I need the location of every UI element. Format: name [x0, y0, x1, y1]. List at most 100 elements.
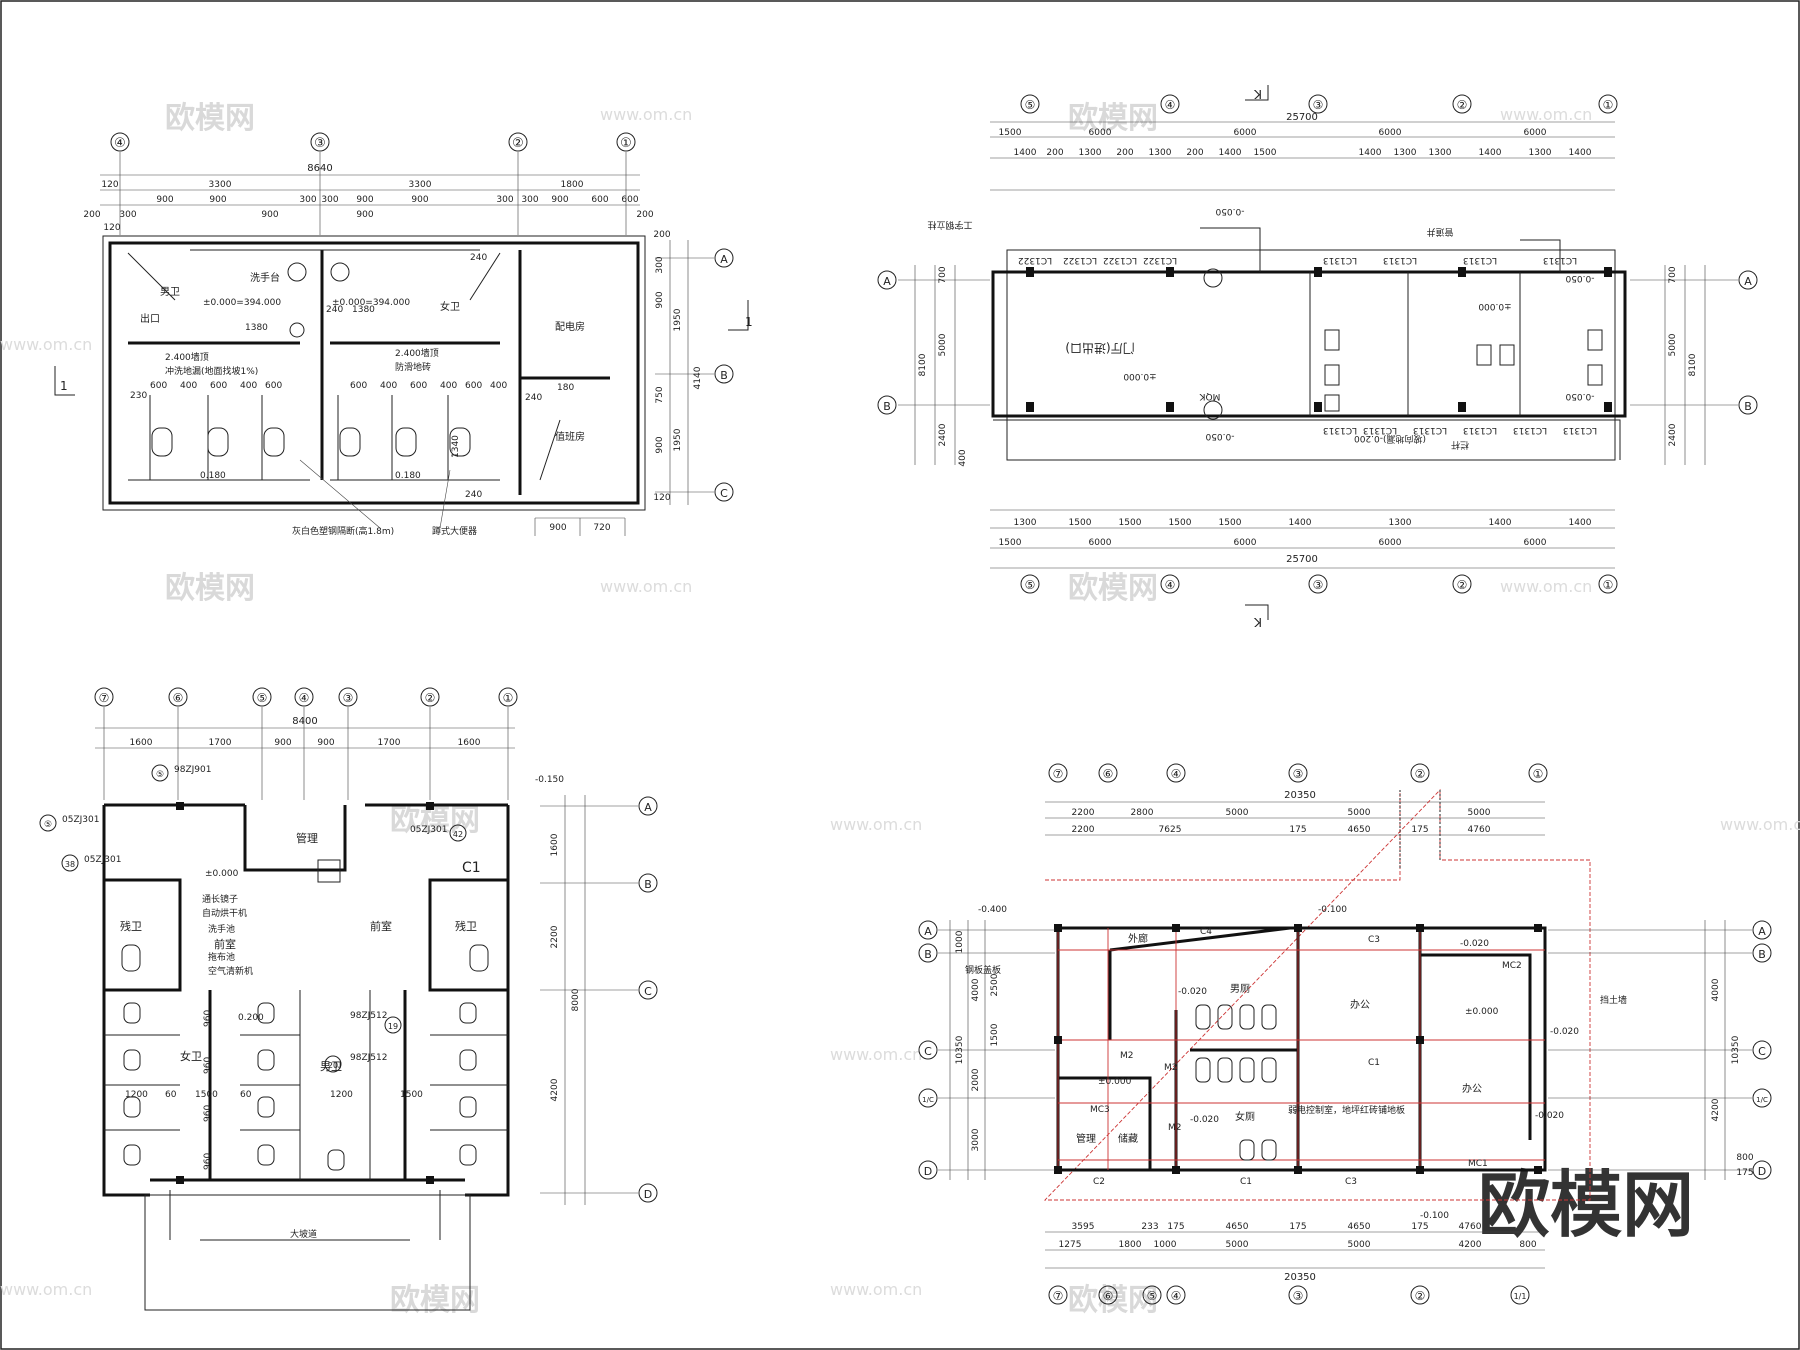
dim: 300 — [119, 210, 136, 220]
dim: 2400 — [1668, 423, 1678, 446]
dim: 900 — [356, 210, 373, 220]
dim: 5000 — [1348, 808, 1371, 818]
row-label: A — [644, 801, 652, 814]
row-label: B — [924, 948, 932, 961]
dim: 900 — [551, 195, 568, 205]
row-label: B — [883, 400, 891, 413]
detail-ref-code: 05ZJ301 — [84, 855, 121, 865]
row-label: 1/C — [922, 1096, 934, 1104]
dim: 1500 — [400, 1090, 423, 1100]
door-tag: M2 — [1168, 1123, 1182, 1133]
dim: 800 — [1519, 1240, 1536, 1250]
note: 0.200 — [238, 1013, 264, 1023]
dim: 1500 — [999, 128, 1022, 138]
dim: 4760 — [1468, 825, 1491, 835]
dim: 1800 — [1119, 1240, 1142, 1250]
watermark-text: 欧模网 — [390, 1283, 480, 1318]
dim: 600 — [465, 381, 482, 391]
dim: 180 — [557, 383, 574, 393]
dim: 2200 — [1072, 808, 1095, 818]
row-label: A — [1744, 275, 1752, 288]
dim: 1500 — [999, 538, 1022, 548]
plan-2: ⑤ ④ ③ ② ① ⑤ ④ ③ ② ① 25700 25700 6000 600… — [877, 85, 1758, 629]
detail-ref-code: 05ZJ301 — [62, 815, 99, 825]
note: 蹲式大便器 — [432, 525, 477, 537]
row-label: B — [1758, 948, 1766, 961]
grid-label: ④ — [1165, 578, 1176, 592]
note: -0.400 — [978, 905, 1007, 915]
dim: 1500 — [990, 1023, 1000, 1046]
dim: 900 — [156, 195, 173, 205]
dim-overall: 20350 — [1284, 790, 1316, 801]
dim: 900 — [549, 523, 566, 533]
dim: 600 — [210, 381, 227, 391]
grid-label: ④ — [1171, 767, 1182, 781]
row-label: C — [720, 487, 728, 500]
grid-label: ⑥ — [1103, 767, 1114, 781]
grid-label: ③ — [1313, 98, 1324, 112]
note: -0.050 — [1205, 431, 1234, 441]
grid-label: ② — [1457, 98, 1468, 112]
note: 冲洗地漏(地面找坡1%) — [165, 365, 258, 377]
row-label: D — [1758, 1165, 1766, 1178]
dim: 600 — [591, 195, 608, 205]
dim: 6000 — [1524, 128, 1547, 138]
note: ±0.000 — [205, 869, 239, 879]
note: 挡土墙 — [1600, 994, 1627, 1006]
plan2-grid-bottom: ⑤ ④ ③ ② ① — [1020, 574, 1618, 594]
grid-label: ① — [503, 691, 514, 705]
dim-overall: 25700 — [1286, 554, 1318, 565]
detail-ref: 20 — [328, 1061, 338, 1070]
dim: 900 — [655, 436, 665, 453]
ramp — [144, 1194, 471, 1311]
dim: 8100 — [918, 353, 928, 376]
window-tag: LC1322 — [1103, 255, 1137, 265]
dim: 4760 — [1459, 1222, 1482, 1232]
plan2-grid-top: ⑤ ④ ③ ② ① — [1020, 94, 1618, 114]
dim: 400 — [490, 381, 507, 391]
row-label: B — [1744, 400, 1752, 413]
grid-label: ⑦ — [1053, 1289, 1064, 1303]
plan2-fixtures — [1203, 268, 1603, 420]
note: -0.050 — [1215, 206, 1244, 216]
note: 大坡道 — [290, 1228, 317, 1240]
building-wall — [991, 270, 1627, 418]
dim: 900 — [274, 738, 291, 748]
dim: 10350 — [1731, 1035, 1741, 1064]
note: C1 — [462, 860, 481, 876]
dim: 300 — [299, 195, 316, 205]
door-tag: MC1 — [1468, 1159, 1488, 1169]
dim: 175 — [1289, 1222, 1306, 1232]
dim: 4650 — [1348, 825, 1371, 835]
dim: 1500 — [195, 1090, 218, 1100]
dim: 200 — [1046, 148, 1063, 158]
dim-overall: 20350 — [1284, 1272, 1316, 1283]
grid-label: ① — [1533, 767, 1544, 781]
door-tag: C1 — [1240, 1177, 1252, 1187]
window-tag: LC1313 — [1463, 255, 1497, 265]
dim: 1000 — [1154, 1240, 1177, 1250]
watermark-text: 欧模网 — [390, 803, 480, 838]
grid-label: ② — [1415, 1289, 1426, 1303]
dim: 120 — [101, 180, 118, 190]
grid-label: ② — [512, 136, 524, 151]
dim: 1400 — [1489, 518, 1512, 528]
dim: 5000 — [938, 333, 948, 356]
door-tag: MC2 — [1502, 961, 1522, 971]
dim: 2000 — [971, 1068, 981, 1091]
grid-label: ⑤ — [257, 691, 268, 705]
dim: 2800 — [1131, 808, 1154, 818]
watermark-site: www.om.cn — [600, 105, 692, 124]
note: 工字钢立柱 — [927, 219, 972, 231]
dim: 1500 — [1069, 518, 1092, 528]
row-label: A — [1758, 925, 1766, 938]
dim: 1500 — [1219, 518, 1242, 528]
dim: 960 — [203, 1105, 213, 1122]
dim: 1300 — [1149, 148, 1172, 158]
dim: 1275 — [1059, 1240, 1082, 1250]
dim: 1400 — [1569, 518, 1592, 528]
dim: 900 — [356, 195, 373, 205]
dim: 1600 — [130, 738, 153, 748]
grid-label: ⑥ — [1103, 1289, 1114, 1303]
